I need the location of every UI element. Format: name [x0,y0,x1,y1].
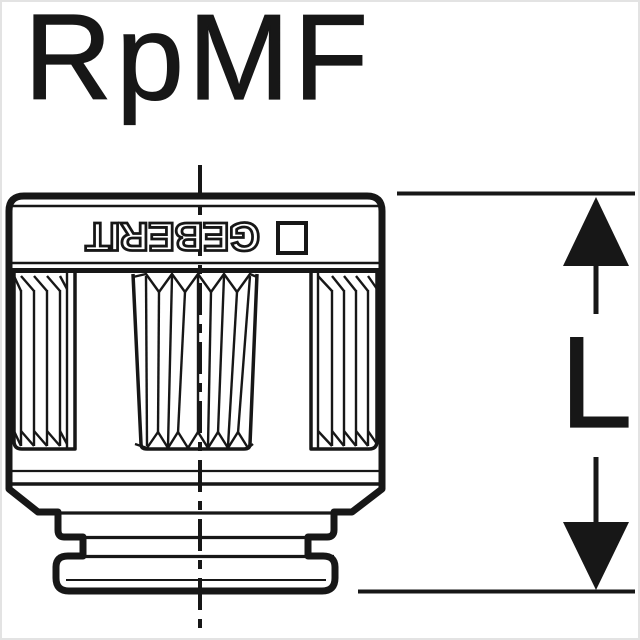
dimension-label: L [559,309,633,455]
brand-band: GEBERIT [84,213,308,259]
knurl-panel-center [131,272,259,451]
brand-square-icon [276,221,308,255]
thread-type-label: RpMF [23,0,373,125]
union-nut-body: GEBERIT [5,192,386,595]
dimension-arrow-down-icon [563,522,629,590]
knurl-panel-left [12,273,77,451]
dimension-L [358,191,635,594]
dimension-arrow-up-icon [563,197,629,266]
brand-text: GEBERIT [86,214,260,258]
knurl-panel-right [309,273,379,451]
body-edge-lines [11,204,380,581]
